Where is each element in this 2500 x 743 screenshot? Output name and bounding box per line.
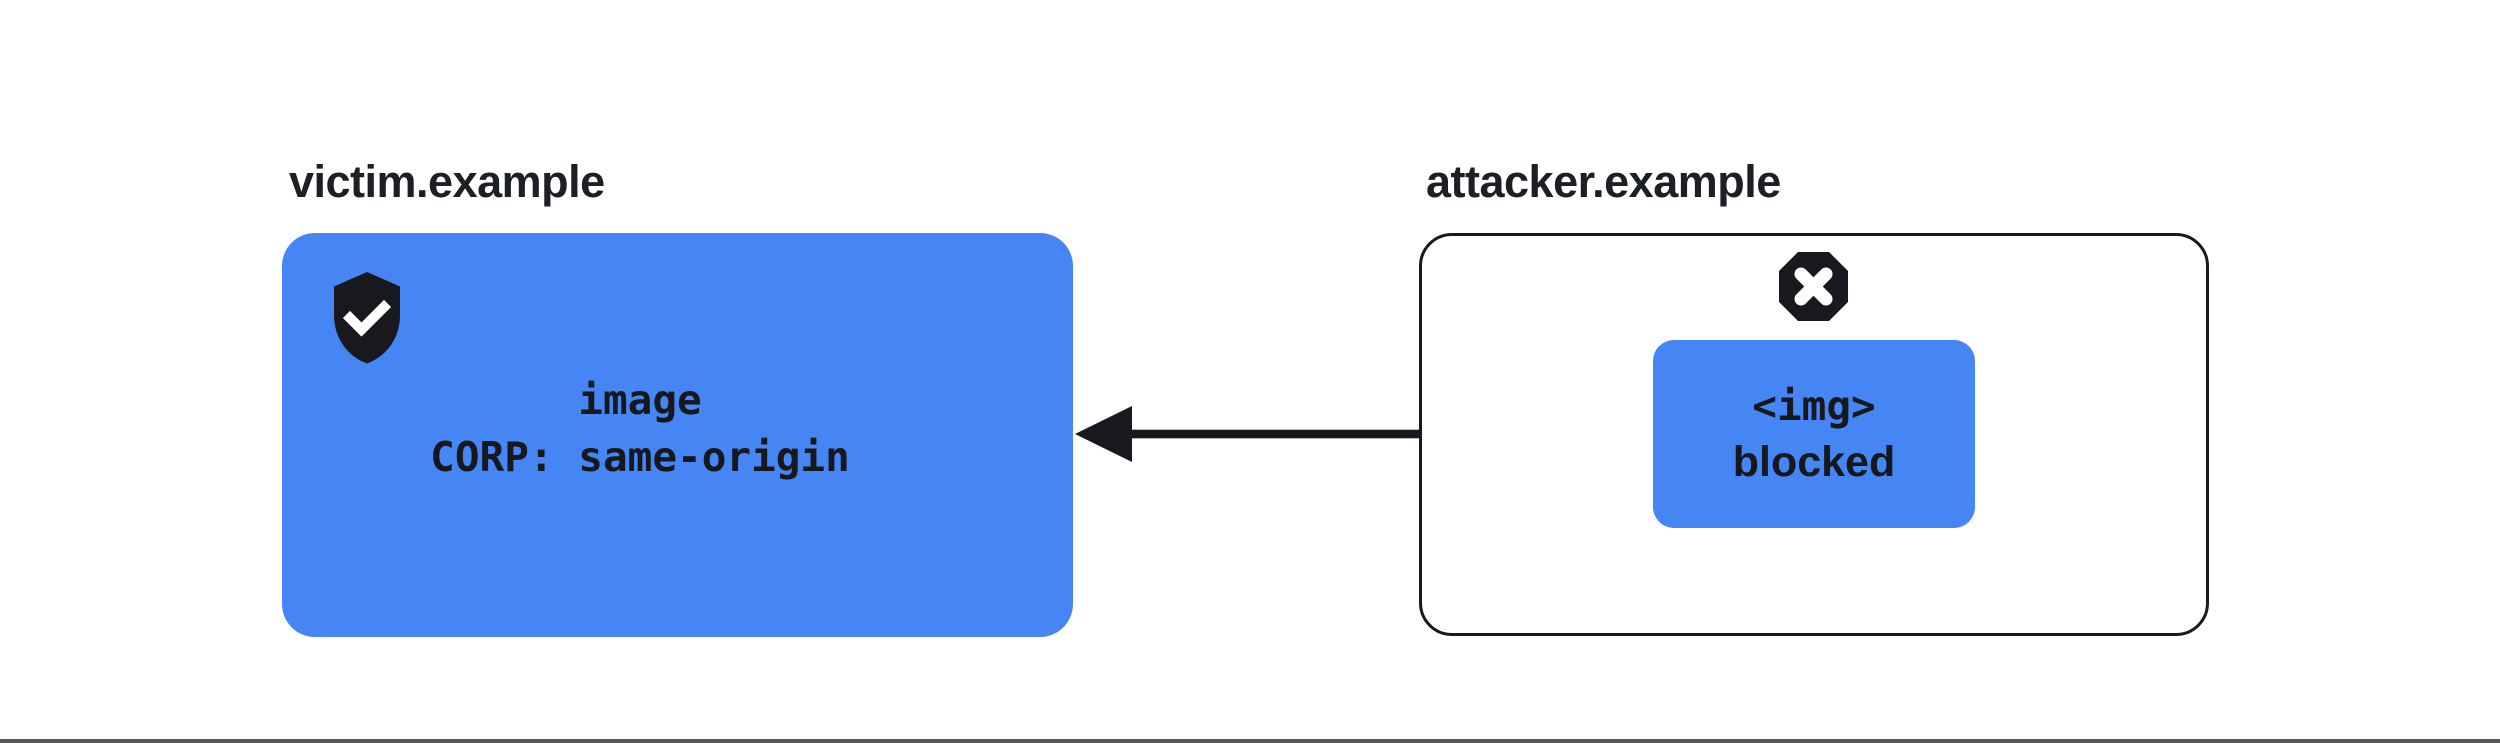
blocked-cross-octagon-icon [1779,252,1848,321]
victim-origin-title: victim.example [289,156,605,207]
bottom-divider [0,739,2500,743]
shield-check-icon [334,272,400,364]
victim-card-text: image CORP: same-origin [290,372,990,486]
attacker-origin-title: attacker.example [1426,156,1781,207]
victim-card-line-corp-header: CORP: same-origin [430,433,850,481]
request-arrow [1075,406,1658,462]
victim-card-line-resource: image [578,376,702,424]
blocked-request-code: <img> [1752,382,1876,430]
victim-resource-card [282,233,1073,637]
blocked-request-chip: <img> blocked [1653,340,1975,528]
blocked-request-status: blocked [1732,438,1896,486]
